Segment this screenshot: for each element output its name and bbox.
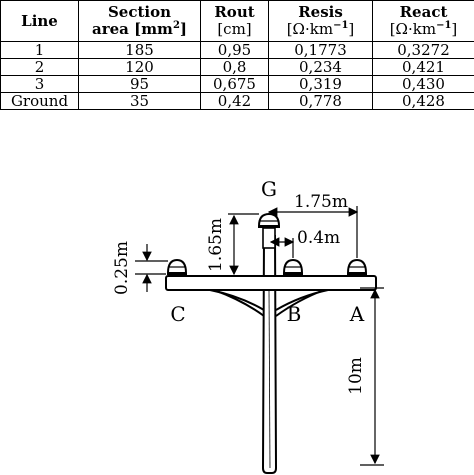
ground-wire-support: [262, 227, 276, 249]
header-section-area: Section area [mm2]: [78, 0, 201, 42]
cell-section: 185: [78, 41, 201, 59]
header-resis: Resis [Ω·km−1]: [268, 0, 373, 42]
label-phase-b: B: [287, 302, 302, 326]
dim-label-0-25m: 0.25m: [112, 241, 132, 295]
dim-label-0-4m: 0.4m: [297, 228, 340, 248]
pole: [261, 235, 278, 474]
cell-line: 3: [0, 75, 79, 93]
table-header-row: Line Section area [mm2] Rout [cm] Resis …: [0, 0, 474, 42]
cell-section: 120: [78, 58, 201, 76]
cell-react: 0,421: [372, 58, 474, 76]
table-row: Ground 35 0,42 0,778 0,428: [0, 92, 474, 110]
insulator-b: [282, 258, 304, 275]
crossarm-braces: [209, 289, 329, 317]
cell-section: 35: [78, 92, 201, 110]
cell-rout: 0,95: [200, 41, 269, 59]
header-line: Line: [0, 0, 79, 42]
insulator-ground: [257, 212, 281, 228]
crossarm: [165, 275, 377, 291]
cell-resis: 0,319: [268, 75, 373, 93]
dim-label-10m: 10m: [346, 357, 366, 395]
table-row: 1 185 0,95 0,1773 0,3272: [0, 41, 474, 59]
cell-react: 0,430: [372, 75, 474, 93]
table-row: 2 120 0,8 0,234 0,421: [0, 58, 474, 76]
cell-react: 0,428: [372, 92, 474, 110]
line-parameters-table: Line Section area [mm2] Rout [cm] Resis …: [0, 0, 474, 110]
label-ground-conductor: G: [261, 177, 277, 201]
cell-resis: 0,778: [268, 92, 373, 110]
cell-line: 1: [0, 41, 79, 59]
label-phase-c: C: [170, 302, 185, 326]
dimension-lines: [135, 206, 384, 466]
dim-label-1-75m: 1.75m: [294, 192, 348, 212]
header-react: React [Ω·km−1]: [372, 0, 474, 42]
tower-geometry-figure: G C B A 1.75m 0.4m 1.65m 0.25m 10m: [112, 177, 384, 474]
insulator-c: [166, 258, 188, 275]
dim-label-1-65m: 1.65m: [206, 218, 226, 272]
header-rout: Rout [cm]: [200, 0, 269, 42]
label-phase-a: A: [349, 302, 365, 326]
cell-resis: 0,234: [268, 58, 373, 76]
cell-rout: 0,8: [200, 58, 269, 76]
table-row: 3 95 0,675 0,319 0,430: [0, 75, 474, 93]
cell-resis: 0,1773: [268, 41, 373, 59]
cell-section: 95: [78, 75, 201, 93]
line-parameters-table-container: Line Section area [mm2] Rout [cm] Resis …: [0, 0, 474, 110]
cell-rout: 0,675: [200, 75, 269, 93]
cell-line: 2: [0, 58, 79, 76]
cell-react: 0,3272: [372, 41, 474, 59]
cell-line: Ground: [0, 92, 79, 110]
insulator-a: [346, 258, 368, 275]
cell-rout: 0,42: [200, 92, 269, 110]
